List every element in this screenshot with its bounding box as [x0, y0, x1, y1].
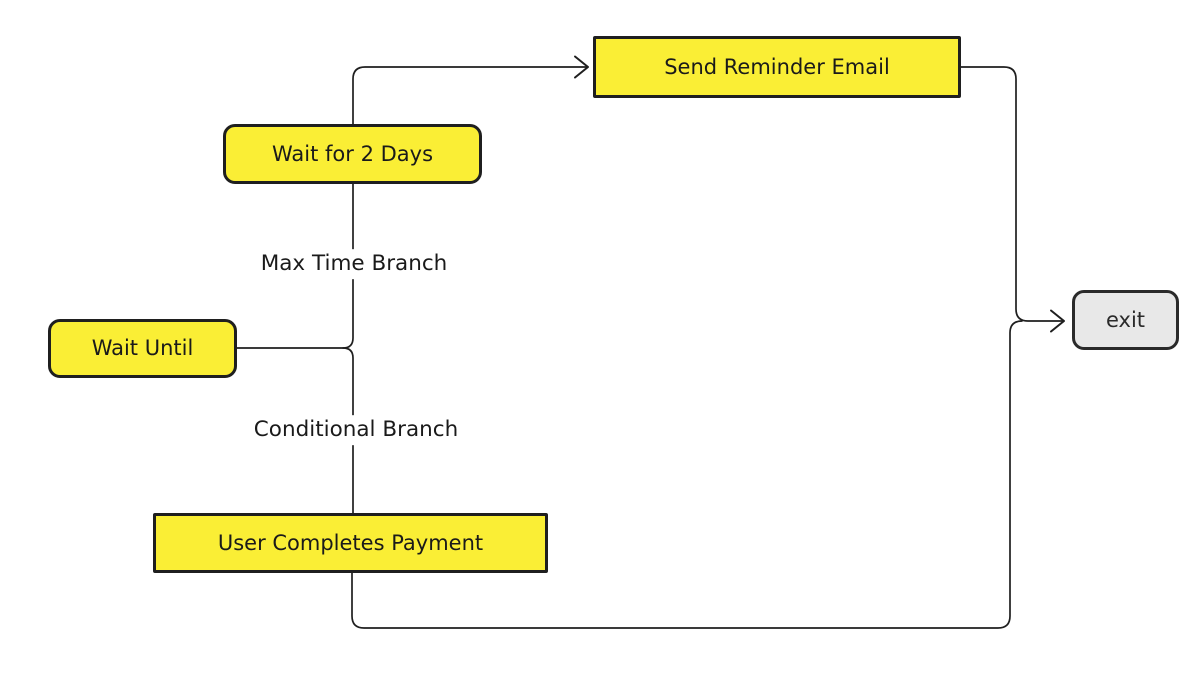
node-user-completes-payment: User Completes Payment [153, 513, 548, 573]
node-user-completes-payment-label: User Completes Payment [217, 530, 484, 555]
node-wait-until-label: Wait Until [91, 336, 194, 360]
node-wait-for-2-days: Wait for 2 Days [223, 124, 482, 184]
edge-send-reminder-email-to-exit [960, 66, 1063, 322]
edge-wait-for-2-days-to-send-reminder-email [352, 66, 587, 125]
edge-label-conditional-branch: Conditional Branch [248, 415, 464, 445]
arrowhead-into-exit [1050, 309, 1065, 333]
node-exit-label: exit [1105, 307, 1146, 332]
node-send-reminder-email-label: Send Reminder Email [664, 54, 890, 79]
arrowhead-into-send-reminder-email [574, 55, 589, 79]
edge-label-max-time-branch: Max Time Branch [255, 249, 453, 279]
node-exit: exit [1072, 290, 1179, 350]
node-wait-until: Wait Until [48, 319, 237, 378]
edge-user-completes-payment-to-exit [351, 320, 1023, 629]
edge-wait-until-to-user-completes-payment [342, 347, 354, 514]
node-wait-for-2-days-label: Wait for 2 Days [271, 141, 434, 166]
node-send-reminder-email: Send Reminder Email [593, 36, 961, 98]
